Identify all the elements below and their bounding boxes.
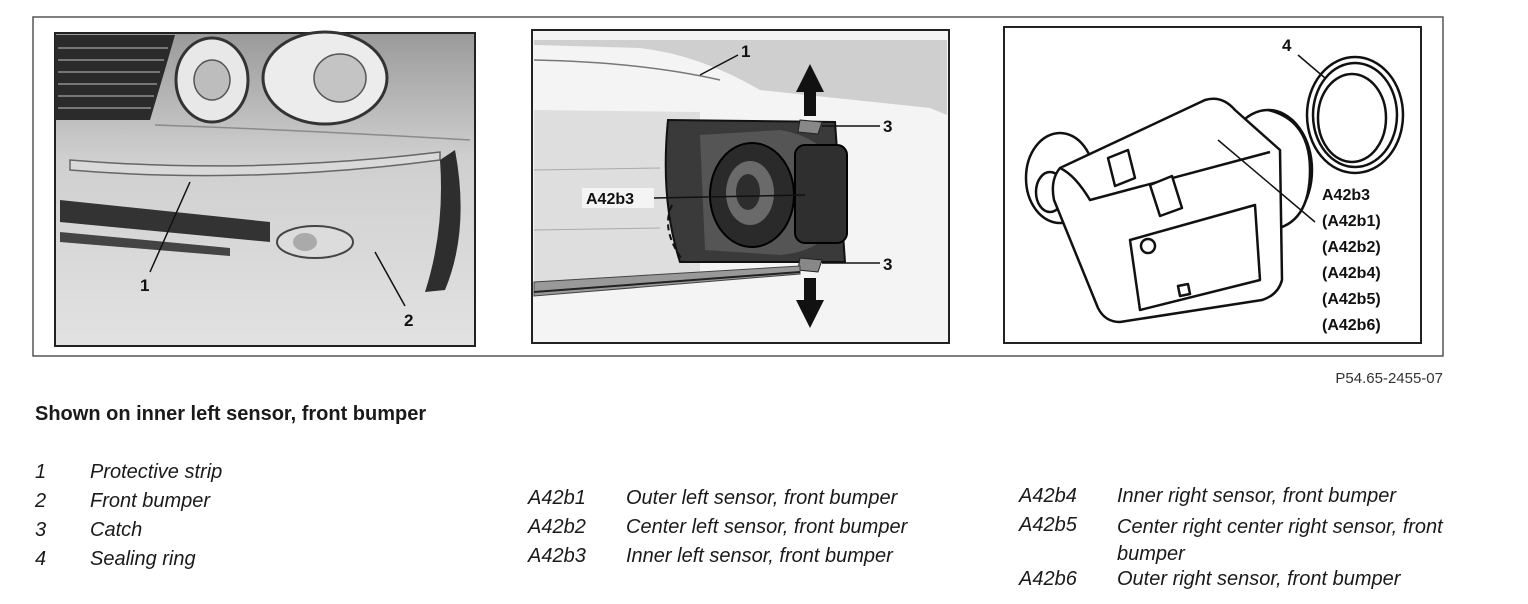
legend-desc: Sealing ring <box>90 548 196 570</box>
sensor-label-panel2: A42b3 <box>586 191 634 208</box>
legend-code: A42b4 <box>1019 485 1077 507</box>
callout-1-panel2: 1 <box>741 42 750 61</box>
legend-code: A42b2 <box>528 516 586 538</box>
part-number: P54.65-2455-07 <box>1335 370 1443 387</box>
legend-code: A42b5 <box>1019 514 1077 536</box>
sensor-code-label: (A42b6) <box>1322 317 1381 334</box>
sensor-code-label: (A42b1) <box>1322 213 1381 230</box>
sealing-ring-illustration <box>1305 55 1405 175</box>
legend-desc: Outer right sensor, front bumper <box>1117 568 1401 590</box>
grille-illustration <box>55 35 175 120</box>
legend-desc: Front bumper <box>90 490 211 512</box>
sensor-a42b3-illustration <box>709 142 848 248</box>
legend-code: A42b3 <box>528 545 586 567</box>
sensor-label-list: A42b3 (A42b1) (A42b2) (A42b4) (A42b5) (A42b6) <box>1322 187 1381 334</box>
legend-desc: Outer left sensor, front bumper <box>626 487 898 509</box>
legend-code: 3 <box>35 519 47 541</box>
panel-car-front: 1 2 <box>54 30 476 347</box>
sensor-code-label: (A42b2) <box>1322 239 1381 256</box>
legend-code: A42b1 <box>528 487 586 509</box>
legend-desc: Center left sensor, front bumper <box>626 516 908 538</box>
panel-sensor-mounted: 1 3 3 A42b3 <box>531 29 950 344</box>
sensor-code-label: (A42b5) <box>1322 291 1381 308</box>
arrow-up-icon <box>796 64 824 116</box>
figure: 1 2 <box>32 16 1444 357</box>
figure-frame <box>32 16 1444 357</box>
headlight-illustration <box>174 30 389 126</box>
legend-desc: Center right center right sensor, front … <box>1117 516 1443 565</box>
callout-3a-panel2: 3 <box>883 117 892 136</box>
legend-desc: Protective strip <box>90 461 223 483</box>
legend-code: 1 <box>35 461 47 483</box>
panel-sensor-detail: 4 A42b3 (A42b1) (A42b2) (A42b4) (A42b5) (A42b… <box>1003 26 1422 344</box>
figure-caption: Shown on inner left sensor, front bumper <box>35 403 427 425</box>
legend-code: A42b6 <box>1019 568 1077 590</box>
sensor-code-label: (A42b4) <box>1322 265 1381 282</box>
callout-2-panel1: 2 <box>404 311 413 330</box>
callout-3b-panel2: 3 <box>883 255 892 274</box>
sensor-drawing <box>1024 97 1314 324</box>
legend-desc: Inner right sensor, front bumper <box>1117 485 1397 507</box>
callout-4-panel3: 4 <box>1282 36 1292 55</box>
sensor-code-label: A42b3 <box>1322 187 1370 204</box>
legend-code: 4 <box>35 548 47 570</box>
arrow-down-icon <box>796 278 824 328</box>
legend-desc: Catch <box>90 519 143 541</box>
callout-1-panel1: 1 <box>140 276 149 295</box>
legend-desc: Inner left sensor, front bumper <box>626 545 893 567</box>
legend-code: 2 <box>35 490 47 512</box>
